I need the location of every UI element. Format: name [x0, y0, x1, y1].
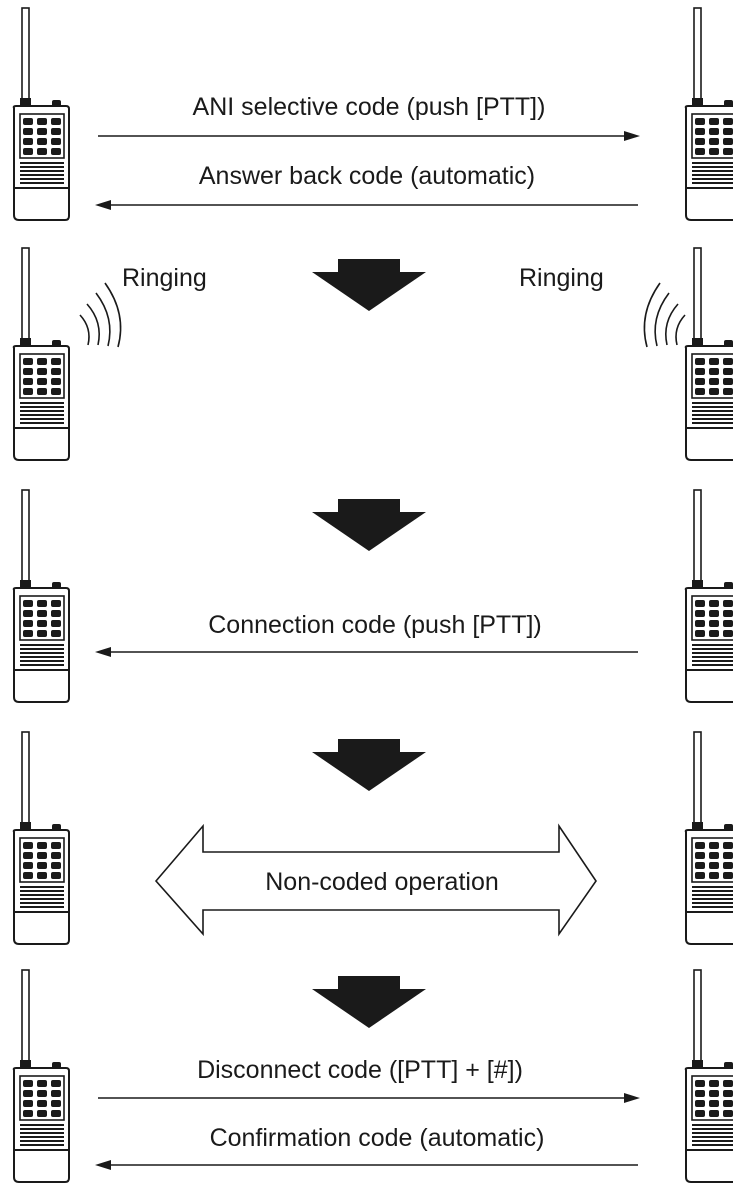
- ringing-label-left: Ringing: [122, 264, 207, 292]
- down-arrow-icon: [312, 976, 426, 1028]
- handheld-radio-icon: [684, 489, 733, 703]
- answer-back-label: Answer back code (automatic): [199, 162, 535, 190]
- non-coded-label: Non-coded operation: [265, 868, 499, 896]
- ani-code-label: ANI selective code (push [PTT]): [193, 93, 546, 121]
- handheld-radio-icon: [12, 247, 70, 461]
- ringing-waves-icon: [79, 282, 122, 348]
- answer-back-arrow: [95, 200, 638, 210]
- handheld-radio-icon: [12, 489, 70, 703]
- handheld-radio-icon: [684, 969, 733, 1183]
- ani-code-arrow: [98, 131, 640, 141]
- handheld-radio-icon: [684, 247, 733, 461]
- disconnect-code-arrow: [98, 1093, 640, 1103]
- down-arrow-icon: [312, 499, 426, 551]
- handheld-radio-icon: [12, 7, 70, 221]
- handheld-radio-icon: [684, 731, 733, 945]
- handheld-radio-icon: [12, 969, 70, 1183]
- connection-code-label: Connection code (push [PTT]): [208, 611, 542, 639]
- ringing-label-right: Ringing: [519, 264, 604, 292]
- disconnect-code-label: Disconnect code ([PTT] + [#]): [197, 1056, 523, 1084]
- handheld-radio-icon: [684, 7, 733, 221]
- down-arrow-icon: [312, 739, 426, 791]
- handheld-radio-icon: [12, 731, 70, 945]
- down-arrow-icon: [312, 259, 426, 311]
- confirmation-code-label: Confirmation code (automatic): [210, 1124, 545, 1152]
- connection-code-arrow: [95, 647, 638, 657]
- confirmation-code-arrow: [95, 1160, 638, 1170]
- non-coded-double-arrow: [154, 823, 597, 937]
- ringing-waves-icon: [643, 282, 686, 348]
